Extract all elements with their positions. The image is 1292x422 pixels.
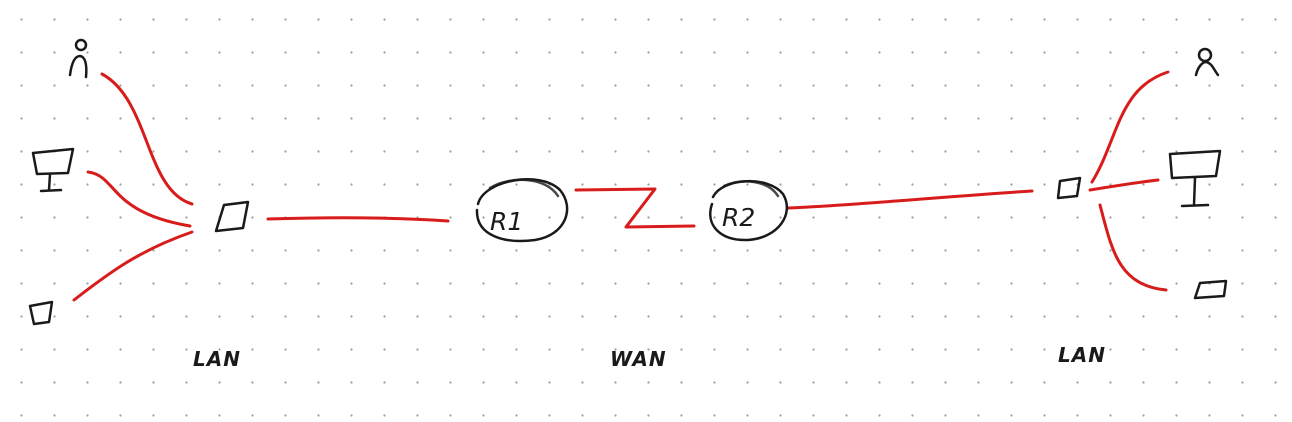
- link-left-switch-to-r1: [266, 216, 450, 223]
- right-person-icon: [1194, 47, 1220, 77]
- router-r2-icon: [709, 180, 789, 242]
- link-right-switch-to-monitor: [1088, 178, 1160, 192]
- link-left-person-to-left-switch: [100, 72, 194, 206]
- nodes: R1 R2: [28, 38, 1228, 326]
- link-wan-r1-to-r2: [574, 187, 696, 229]
- left-lan-label: LAN: [193, 347, 241, 371]
- wan-label: WAN: [610, 347, 667, 371]
- link-right-switch-to-device: [1098, 203, 1168, 292]
- right-switch-icon: [1056, 176, 1082, 200]
- link-left-device-to-left-switch: [72, 230, 194, 302]
- link-r2-to-right-switch: [786, 189, 1034, 210]
- links: [72, 70, 1170, 302]
- router-r2-label: R2: [722, 203, 755, 232]
- link-right-switch-to-person: [1090, 70, 1170, 184]
- right-monitor-icon: [1168, 149, 1222, 208]
- left-monitor-icon: [31, 147, 75, 193]
- router-r1-label: R1: [490, 207, 523, 236]
- right-device-square-icon: [1193, 279, 1228, 300]
- link-left-monitor-to-left-switch: [86, 170, 192, 228]
- left-person-icon: [68, 38, 88, 79]
- right-lan-label: LAN: [1058, 343, 1106, 367]
- left-device-square-icon: [28, 300, 54, 326]
- left-switch-icon: [214, 200, 250, 233]
- router-r1-icon: [475, 178, 569, 243]
